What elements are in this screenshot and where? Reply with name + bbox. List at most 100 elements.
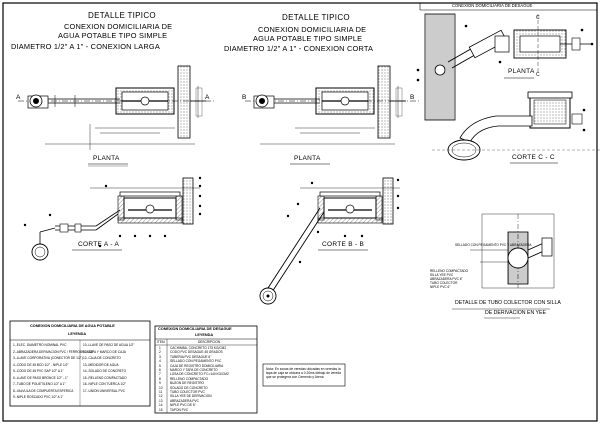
left-section-label: CORTE A - A <box>78 241 120 248</box>
legend-water-item: 6.-LLAVE DE PASO BRONCE 1/2" - 1" <box>13 375 68 380</box>
legend-sewer-row-item: 6 <box>159 368 161 372</box>
frame-title: CONEXION DOMICILIARIA DE DESAGUE <box>452 3 533 8</box>
legend-sewer-row: 9 BUZON DE REGISTRO <box>155 381 257 386</box>
section-a <box>23 176 202 261</box>
right-section-label: CORTE C - C <box>512 154 555 161</box>
legend-sewer-row-desc: CODO PVC DESAGUE 45 GRADOS <box>170 350 223 355</box>
left-title-line1: CONEXION DOMICILIARIA DE <box>64 22 173 31</box>
legend-water-item: 14.-SOLADO DE CONCRETO <box>83 369 127 373</box>
left-detail-header: DETALLE TIPICO <box>88 11 156 20</box>
mid-detail-header: DETALLE TIPICO <box>282 13 350 22</box>
legend-sewer-row: 14 NIPLE PVC DE 6" <box>155 403 257 408</box>
legend-sewer-row: 5 CAJA DE REGISTRO DOMICILIARIA <box>155 363 257 369</box>
legend-sewer-row-item: 15 <box>159 407 163 412</box>
legend-sewer-row-item: 10 <box>159 385 163 390</box>
mid-title-line2: AGUA POTABLE TIPO SIMPLE <box>253 34 363 43</box>
section-c <box>432 91 600 161</box>
legend-sewer-row: 11 TUBO COLECTOR PVC <box>155 390 257 395</box>
legend-sewer-row: 8 RELLENO COMPACTADO <box>155 376 257 382</box>
mid-title-line3: DIAMETRO 1/2" A 1" - CONEXION CORTA <box>224 44 374 53</box>
silla-annot-line: ABRAZADERA PVC 6" <box>430 277 463 281</box>
legend-sewer-row-desc: SELLADO CON PEGAMENTO PVC <box>170 359 222 364</box>
legend-sewer-row-item: 9 <box>159 381 161 386</box>
legend-sewer-row-item: 8 <box>159 376 161 381</box>
mid-section-label: CORTE B - B <box>322 241 365 248</box>
silla-annot-line: NIPLE PVC 6" <box>430 285 451 289</box>
legend-water-subtitle: LEYENDA <box>68 332 87 336</box>
legend-sewer-title: CONEXION DOMICILIARIA DE DESAGUE <box>158 327 232 331</box>
legend-sewer-row-desc: TAPON PVC <box>170 407 189 412</box>
plan-right <box>416 13 594 121</box>
legend-sewer-row: 6 MARCO Y TAPA DE CONCRETO <box>155 368 257 373</box>
right-plan-label: PLANTA <box>508 68 535 75</box>
legend-sewer-box <box>154 325 258 414</box>
legend-water-item: 7.-TUBO DE POLIETILENO 1/2" A 1" <box>13 382 66 386</box>
plan-left <box>18 65 215 150</box>
mid-mark-b-right: B <box>410 94 415 101</box>
legend-sewer-row-desc: TUBO COLECTOR PVC <box>170 390 205 394</box>
plan-mid <box>245 65 420 145</box>
legend-sewer-row-desc: RELLENO COMPACTADO <box>170 376 209 381</box>
legend-water-item: 5.-CODO DE 45 PVC SAP 1/2" A 1" <box>13 369 64 373</box>
drawing-note: Nota: En zonas de veredas ubicadas en ve… <box>266 367 341 380</box>
mid-mark-b-left: B <box>242 94 247 101</box>
legend-sewer-row: 10 SOLADO DE CONCRETO <box>155 385 257 391</box>
legend-sewer-subtitle: LEYENDA <box>195 333 214 337</box>
legend-water-title: CONEXION DOMICILIARIA DE AGUA POTABLE <box>30 324 115 328</box>
legend-water-item: 1.-ELEC. DIAMETRO NOMINAL PVC <box>13 343 67 347</box>
silla-title-line1: DETALLE DE TUBO COLECTOR CON SILLA <box>455 300 561 306</box>
legend-sewer-row-item: 2 <box>159 350 161 355</box>
legend-sewer-row-desc: SILLA YEE DE DERIVACION <box>170 394 212 399</box>
left-plan-label: PLANTA <box>93 155 120 162</box>
legend-sewer-col-item: ITEM <box>157 339 165 344</box>
left-title-line3: DIAMETRO 1/2" A 1" - CONEXION LARGA <box>11 42 161 51</box>
left-mark-a-right: A <box>205 94 210 101</box>
silla-annot-line: SILLA YEE PVC <box>430 273 454 277</box>
legend-sewer-row: 2 CODO PVC DESAGUE 45 GRADOS <box>155 351 257 355</box>
legend-sewer-row-desc: NIPLE PVC DE 6" <box>170 403 196 408</box>
mid-title-line1: CONEXION DOMICILIARIA DE <box>258 25 367 34</box>
section-b <box>259 177 400 305</box>
legend-water-item: 15.-RELLENO COMPACTADO <box>83 375 127 380</box>
legend-sewer-row-desc: MARCO Y TAPA DE CONCRETO <box>170 368 218 372</box>
mid-plan-label: PLANTA <box>294 155 321 162</box>
legend-water-item: 4.-CODO DE 45 BCD 1/2" - NIPLE 1/2" <box>13 362 69 367</box>
legend-sewer-row-item: 13 <box>159 398 163 403</box>
legend-sewer-row: 4 SELLADO CON PEGAMENTO PVC <box>155 359 257 364</box>
legend-sewer-row-item: 3 <box>159 354 161 359</box>
silla-annot-line: RELLENO COMPACTADO <box>430 269 469 273</box>
notes-box <box>262 363 346 387</box>
legend-sewer-row-item: 7 <box>159 372 161 377</box>
legend-sewer-row-desc: BUZON DE REGISTRO <box>170 381 205 386</box>
legend-water-item: 8.-VALVULA DE COMPUERTA ESFERICA <box>13 388 74 393</box>
legend-sewer-row-desc: CAJA DE REGISTRO DOMICILIARIA <box>170 363 224 368</box>
legend-sewer-row-desc: ABRAZADERA PVC <box>170 398 199 403</box>
legend-sewer-row-item: 12 <box>159 394 163 399</box>
legend-sewer-row-desc: LOSA DE CONCRETO F'C=140 KG/CM2 <box>170 372 229 377</box>
silla-callout: SELLADO CON PEGAMENTO PVC Y ABRAZADERA <box>455 243 532 247</box>
silla-title-line2: DE DERIVACION EN YEE <box>485 310 546 316</box>
silla-detail <box>470 213 555 289</box>
left-mark-a-left: A <box>16 94 21 101</box>
legend-sewer-row-item: 1 <box>159 346 161 350</box>
legend-sewer-row: 15 TAPON PVC <box>155 407 257 413</box>
legend-sewer-row-desc: SOLADO DE CONCRETO <box>170 385 208 390</box>
left-title-line2: AGUA POTABLE TIPO SIMPLE <box>58 31 168 40</box>
legend-sewer-row: 12 SILLA YEE DE DERIVACION <box>155 395 257 399</box>
right-mark-c-top: C <box>536 15 540 21</box>
legend-water-item: 9.-NIPLE ROSCADO PVC 1/2" A 1" <box>13 395 64 399</box>
right-mark-c-bottom: C <box>536 72 540 78</box>
legend-water-item: 11.-TAPA Y MARCO DE CAJA <box>83 349 126 354</box>
legend-sewer-row-item: 5 <box>159 363 161 368</box>
legend-water-item: 2.-ABRAZADERA DERIVACION PVC / FERROBRON… <box>13 349 94 354</box>
silla-annot-line: TUBO COLECTOR <box>430 281 458 285</box>
legend-sewer-row-item: 14 <box>159 403 163 408</box>
legend-water-item: 12.-CAJA DE CONCRETO <box>83 356 121 360</box>
legend-sewer-row-item: 11 <box>159 390 163 394</box>
legend-sewer-row-item: 4 <box>159 359 161 364</box>
legend-water-box <box>9 320 151 407</box>
